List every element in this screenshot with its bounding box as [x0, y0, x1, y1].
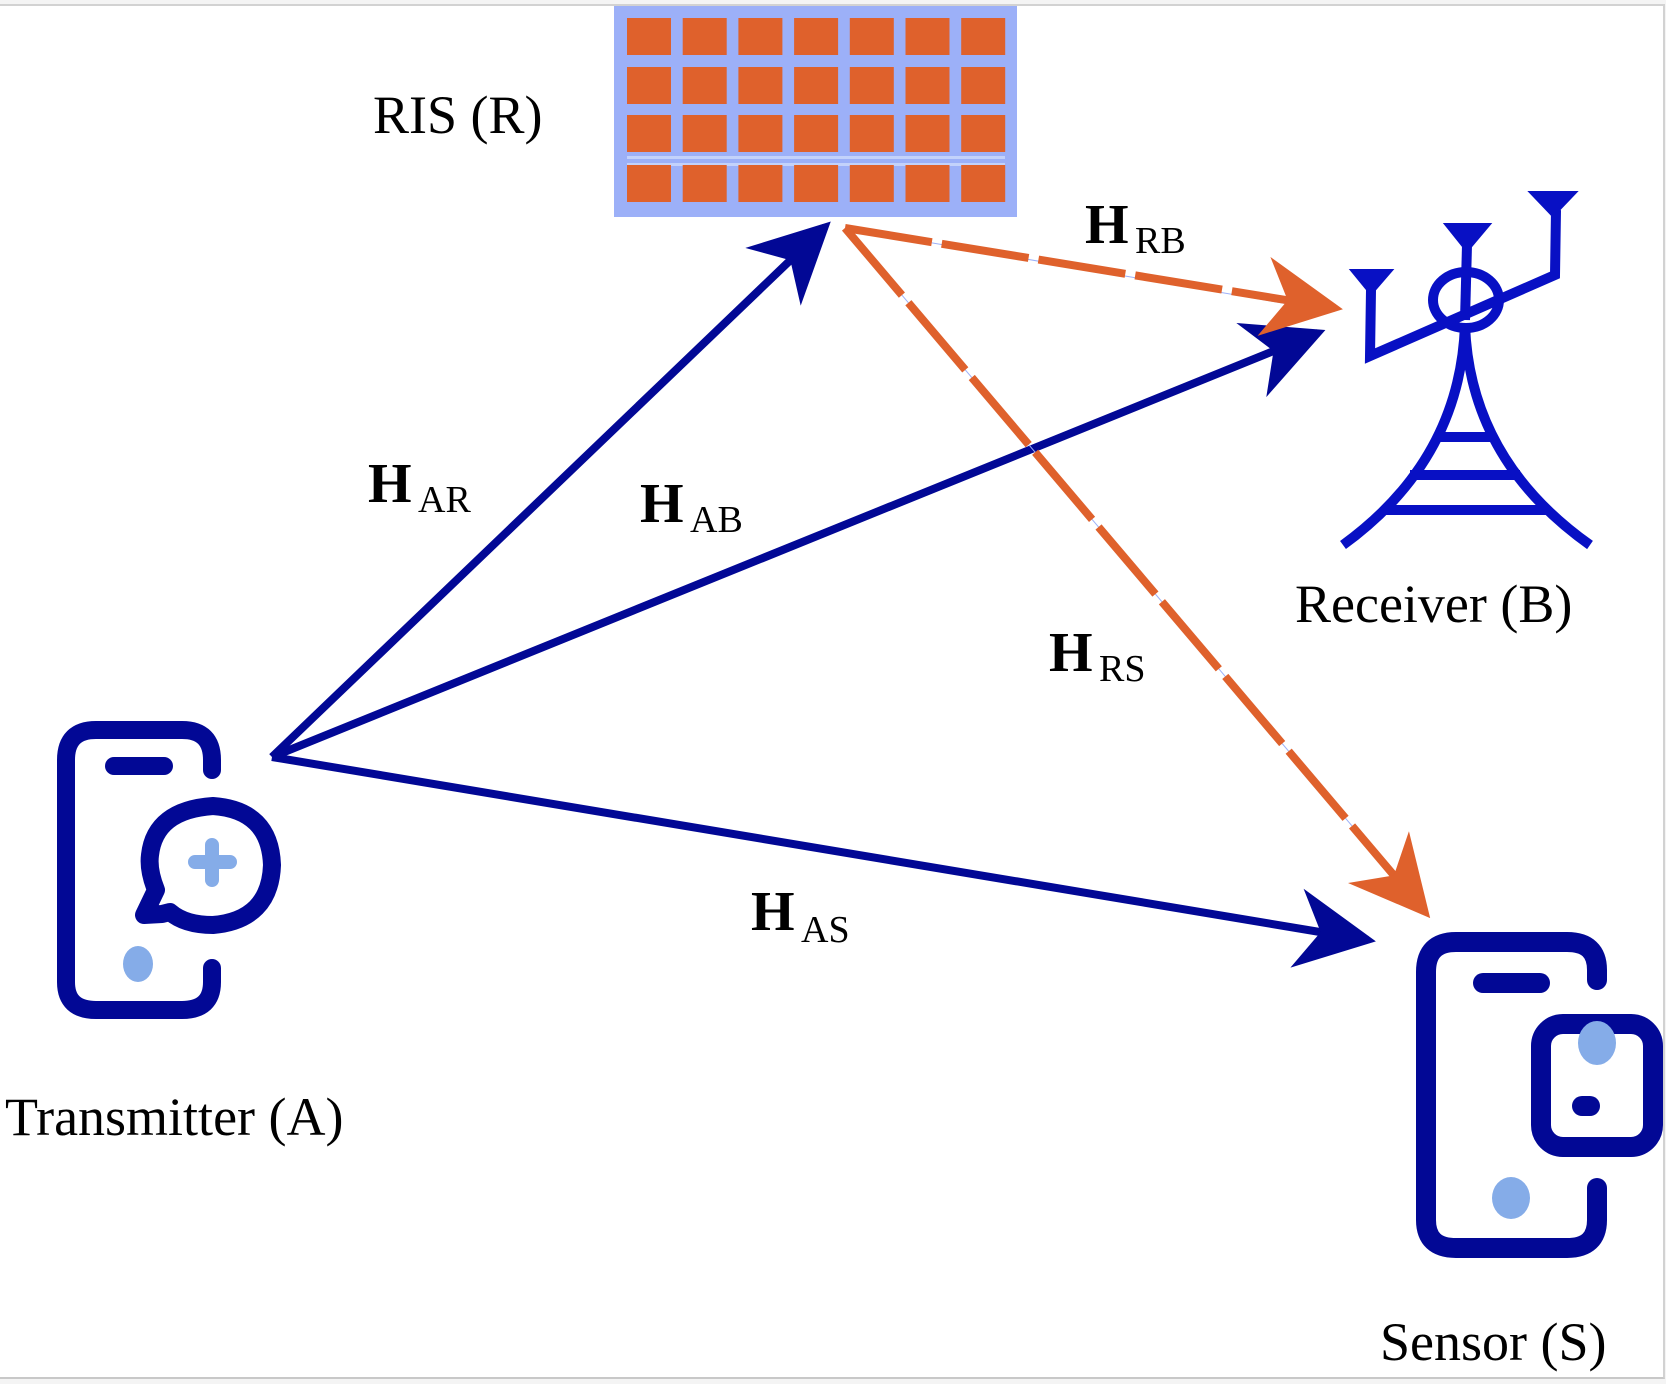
- ris-element: [905, 67, 950, 104]
- direct-links: [269, 221, 1376, 968]
- ris-element: [627, 115, 671, 152]
- transmitter-label: Transmitter (A): [5, 1087, 343, 1147]
- antenna-center-icon: [1442, 223, 1493, 254]
- ris-element: [682, 18, 727, 55]
- smartphone-medical-chat-icon: [57, 721, 281, 1019]
- tower-legs: [1340, 324, 1593, 550]
- phone-frame: [57, 721, 221, 1019]
- ris-element: [794, 67, 839, 104]
- channel-subscript: AB: [690, 499, 743, 541]
- ris-element: [682, 67, 727, 104]
- ris-element: [738, 115, 783, 152]
- channel-subscript: AR: [418, 479, 471, 521]
- channel-arrow-AS: [271, 753, 1376, 968]
- channel-label-AS: H AS: [751, 881, 850, 951]
- channel-arrow-AB: [270, 322, 1326, 761]
- ris-element: [794, 115, 839, 152]
- diagram-canvas: [0, 4, 1665, 1379]
- ris-label: RIS (R): [373, 85, 543, 145]
- channel-subscript: RB: [1135, 220, 1186, 262]
- ris-element: [849, 165, 894, 202]
- sensor-label: Sensor (S): [1380, 1312, 1607, 1372]
- ris-element: [738, 18, 783, 55]
- channel-subscript: RS: [1099, 648, 1145, 690]
- channel-symbol: H: [1049, 622, 1093, 684]
- phone-home-dot: [1492, 1177, 1530, 1219]
- channel-symbol: H: [751, 881, 795, 943]
- ris-links: [841, 224, 1431, 919]
- antenna-mast: [1460, 244, 1472, 321]
- ris-element: [961, 115, 1006, 152]
- device-sensor-dot: [1578, 1021, 1616, 1065]
- ris-element: [682, 115, 727, 152]
- ris-element: [849, 115, 894, 152]
- ris-element: [627, 67, 671, 104]
- ris-element: [905, 115, 950, 152]
- ris-element: [961, 165, 1006, 202]
- smartphone-with-device-icon: [1416, 932, 1663, 1258]
- receiver-label: Receiver (B): [1295, 574, 1572, 634]
- channel-label-AB: H AB: [640, 473, 743, 541]
- ris-element: [738, 67, 783, 104]
- channel-arrow-RB: [844, 224, 1343, 336]
- ris-element: [905, 165, 950, 202]
- ris-element: [849, 67, 894, 104]
- ris-element: [627, 165, 671, 202]
- channel-symbol: H: [640, 473, 684, 535]
- ris-element: [849, 18, 894, 55]
- channel-label-AR: H AR: [368, 453, 471, 521]
- ris-element: [627, 18, 671, 55]
- phone-home-dot: [123, 946, 153, 982]
- ris-panel-separator: [627, 156, 1005, 159]
- channel-symbol: H: [1085, 194, 1129, 256]
- channel-label-RB: H RB: [1085, 194, 1186, 262]
- channel-symbol: H: [368, 453, 412, 515]
- channel-subscript: AS: [801, 909, 850, 951]
- ris-element: [961, 67, 1006, 104]
- ris-element: [794, 18, 839, 55]
- ris-element: [905, 18, 950, 55]
- channel-arrow-RS: [841, 225, 1431, 919]
- ris-panel-icon: [614, 6, 1017, 217]
- plus-icon: [188, 838, 237, 887]
- ris-element: [682, 165, 727, 202]
- ris-element: [794, 165, 839, 202]
- ris-element: [738, 165, 783, 202]
- phone-frame: [1416, 932, 1607, 1258]
- antenna-left-icon: [1348, 269, 1395, 297]
- ris-element: [961, 18, 1006, 55]
- ris-panel-separator: [627, 163, 1005, 166]
- antenna-right-icon: [1527, 191, 1579, 218]
- cell-tower-antenna-icon: [1340, 191, 1593, 550]
- channel-label-RS: H RS: [1049, 622, 1145, 690]
- channel-arrow-AR: [269, 221, 831, 760]
- chat-bubble-icon: [135, 797, 281, 934]
